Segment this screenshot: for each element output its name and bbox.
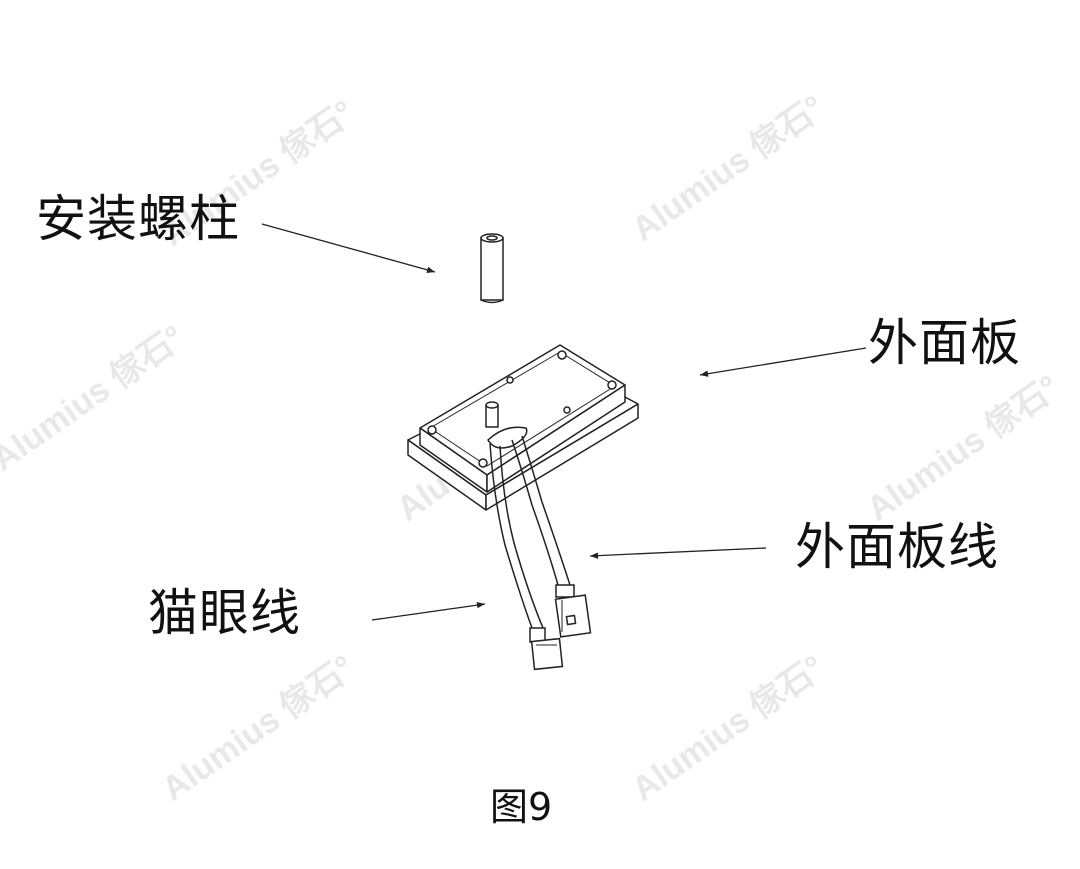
peephole-wire-leader-arrow bbox=[371, 601, 486, 621]
peephole-wire-label: 猫眼线 bbox=[148, 584, 301, 642]
standoff-label: 安装螺柱 bbox=[36, 190, 240, 248]
outer-panel-part bbox=[407, 344, 639, 511]
peephole-wire-part bbox=[489, 443, 564, 671]
outer-panel-leader-arrow bbox=[699, 347, 867, 377]
standoff-leader-arrow bbox=[261, 223, 436, 273]
outer-panel-wire-leader-arrow bbox=[589, 547, 767, 559]
figure-caption: 图9 bbox=[490, 785, 553, 829]
outer-panel-wire-part bbox=[511, 435, 592, 638]
standoff-part bbox=[480, 233, 504, 304]
outer-panel-wire-label: 外面板线 bbox=[795, 518, 999, 576]
outer-panel-label: 外面板 bbox=[868, 314, 1021, 372]
